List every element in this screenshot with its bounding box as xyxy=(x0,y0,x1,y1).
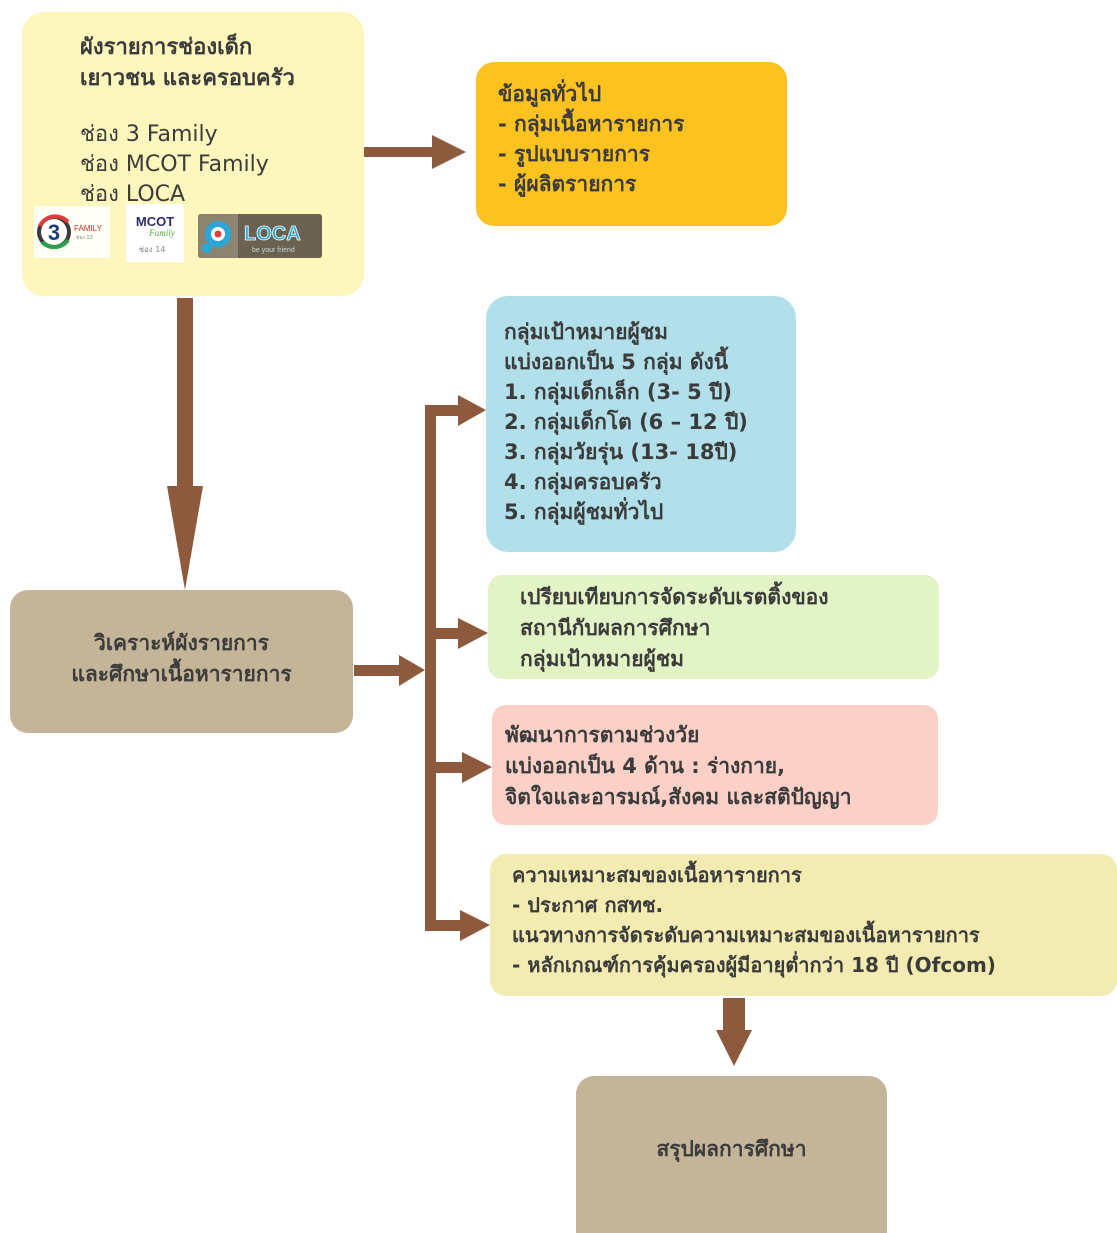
audience-line-2: แบ่งออกเป็น 5 กลุ่ม ดังนี้ xyxy=(504,350,729,374)
mcot-family-logo: MCOT Family ช่อง 14 xyxy=(126,204,184,262)
arrowhead-audience xyxy=(458,395,486,426)
audience-line-1: กลุ่มเป้าหมายผู้ชม xyxy=(504,320,668,344)
arrowhead-branch xyxy=(399,655,425,686)
loca-logo: LOCA be your friend xyxy=(198,214,322,258)
general-line-3: - รูปแบบรายการ xyxy=(498,142,650,166)
channel-3-family-logo: 3 FAMILY ช่อง 13 xyxy=(34,206,110,258)
suitability-line-2: - ประกาศ กสทช. xyxy=(512,893,664,917)
arrow-analyze-to-branch xyxy=(354,665,404,676)
channels-title-line-1: ผังรายการช่องเด็ก xyxy=(80,35,253,60)
logo-3-sub: ช่อง 13 xyxy=(76,235,93,241)
content-suitability-box: ความเหมาะสมของเนื้อหารายการ - ประกาศ กสท… xyxy=(490,854,1117,996)
rating-comparison-box: เปรียบเทียบการจัดระดับเรตติ้งของ สถานีกั… xyxy=(488,575,939,679)
conclusion-label: สรุปผลการศึกษา xyxy=(656,1137,807,1161)
channel-loca: ช่อง LOCA xyxy=(80,182,186,207)
channels-title-line-2: เยาวชน และครอบครัว xyxy=(80,66,295,91)
channel-3-family: ช่อง 3 Family xyxy=(80,122,218,147)
audience-line-4: 2. กลุ่มเด็กโต (6 – 12 ปี) xyxy=(504,410,748,434)
logo-3-number: 3 xyxy=(48,220,60,245)
arrowhead-general xyxy=(432,135,466,169)
branch-to-rating xyxy=(425,628,461,639)
branch-to-audience xyxy=(425,405,461,416)
suitability-line-1: ความเหมาะสมของเนื้อหารายการ xyxy=(512,863,802,887)
suitability-line-4: - หลักเกณฑ์การคุ้มครองผู้มีอายุต่ำกว่า 1… xyxy=(512,953,996,977)
logo-loca-sub: be your friend xyxy=(252,247,295,254)
suitability-line-3: แนวทางการจัดระดับความเหมาะสมของเนื้อหารา… xyxy=(512,923,980,947)
audience-line-6: 4. กลุ่มครอบครัว xyxy=(504,470,662,494)
arrowhead-suitability xyxy=(460,910,490,941)
general-line-4: - ผู้ผลิตรายการ xyxy=(498,172,637,196)
rating-line-1: เปรียบเทียบการจัดระดับเรตติ้งของ xyxy=(520,585,829,609)
conclusion-box: สรุปผลการศึกษา xyxy=(576,1076,887,1233)
analyze-line-1: วิเคราะห์ผังรายการ xyxy=(94,631,269,655)
development-line-2: แบ่งออกเป็น 4 ด้าน : ร่างกาย, xyxy=(505,754,786,778)
branch-to-development xyxy=(425,762,465,773)
audience-line-3: 1. กลุ่มเด็กเล็ก (3- 5 ปี) xyxy=(504,380,733,404)
rating-line-2: สถานีกับผลการศึกษา xyxy=(520,616,711,640)
general-line-1: ข้อมูลทั่วไป xyxy=(498,82,602,106)
arrowhead-analyze xyxy=(167,486,203,590)
arrow-suitability-to-conclusion xyxy=(723,998,745,1032)
channel-mcot-family: ช่อง MCOT Family xyxy=(80,152,269,177)
target-audience-box: กลุ่มเป้าหมายผู้ชม แบ่งออกเป็น 5 กลุ่ม ด… xyxy=(486,296,796,552)
general-line-2: - กลุ่มเนื้อหารายการ xyxy=(498,112,685,136)
audience-line-5: 3. กลุ่มวัยรุ่น (13- 18ปี) xyxy=(504,440,738,464)
development-box: พัฒนาการตามช่วงวัย แบ่งออกเป็น 4 ด้าน : … xyxy=(492,705,938,825)
audience-line-7: 5. กลุ่มผู้ชมทั่วไป xyxy=(504,500,664,524)
logo-3-text: FAMILY xyxy=(74,224,103,233)
general-info-box: ข้อมูลทั่วไป - กลุ่มเนื้อหารายการ - รูปแ… xyxy=(476,62,787,226)
analyze-line-2: และศึกษาเนื้อหารายการ xyxy=(71,662,292,686)
arrowhead-rating xyxy=(458,618,488,649)
arrow-channels-to-analyze xyxy=(177,298,193,488)
analyze-box: วิเคราะห์ผังรายการ และศึกษาเนื้อหารายการ xyxy=(10,590,353,733)
branch-vertical-line xyxy=(425,405,436,931)
logo-mcot-sub: Family xyxy=(148,228,175,238)
development-line-1: พัฒนาการตามช่วงวัย xyxy=(505,723,700,747)
development-line-3: จิตใจและอารมณ์,สังคม และสติปัญญา xyxy=(505,785,852,809)
branch-to-suitability xyxy=(425,920,463,931)
logo-mcot-channel: ช่อง 14 xyxy=(139,245,166,254)
channel-logos: 3 FAMILY ช่อง 13 MCOT Family ช่อง 14 LOC… xyxy=(34,204,334,264)
logo-mcot-text: MCOT xyxy=(136,214,174,229)
arrowhead-development xyxy=(462,752,492,783)
logo-loca-text: LOCA xyxy=(244,223,301,245)
rating-line-3: กลุ่มเป้าหมายผู้ชม xyxy=(520,647,684,671)
arrowhead-conclusion xyxy=(716,1030,752,1066)
arrow-channels-to-general xyxy=(364,147,434,157)
